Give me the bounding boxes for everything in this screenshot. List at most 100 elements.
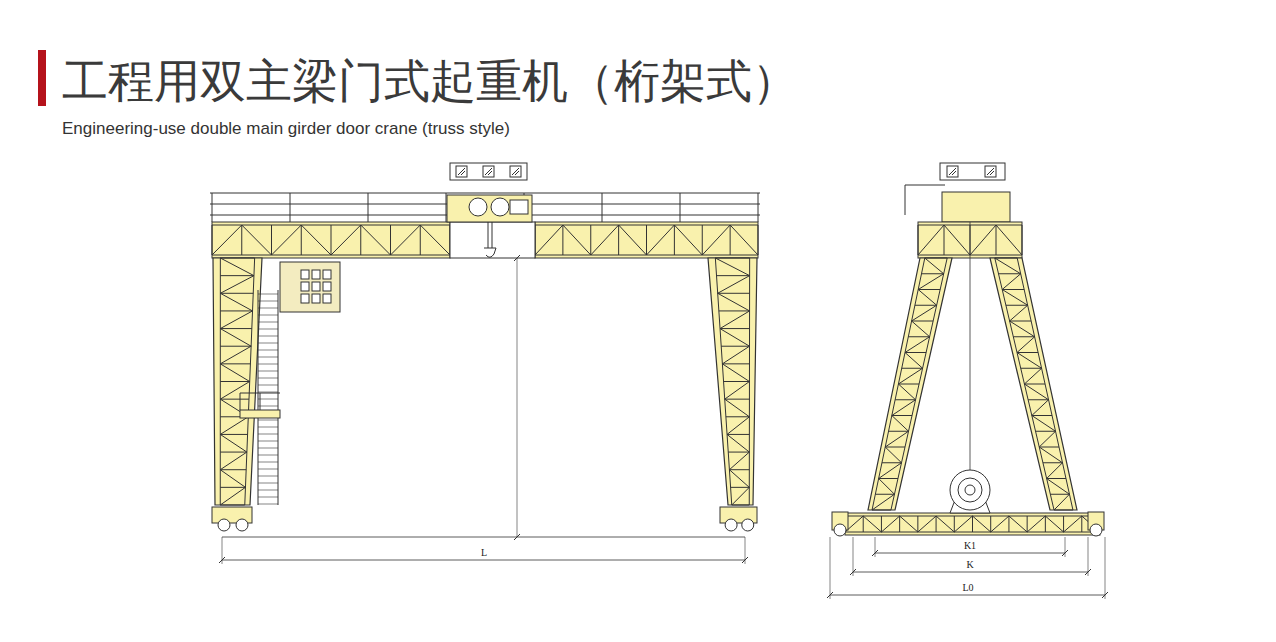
dim-tick [742, 557, 748, 563]
right-leg-diagonal [718, 293, 750, 311]
end-girder-post [918, 225, 919, 255]
side-leg-rung [892, 415, 912, 416]
side-leg-diagonal [1047, 463, 1063, 479]
sill-beam [845, 513, 1100, 535]
right-leg-rung [715, 258, 749, 259]
dim-tick [1085, 569, 1091, 575]
dim-tick [872, 550, 878, 556]
end-girder-post [1022, 225, 1023, 255]
right-leg-rung [728, 452, 749, 453]
right-leg-diagonal [722, 346, 749, 364]
side-leg-rung [922, 273, 944, 274]
motor-hatch [515, 171, 519, 175]
ladder-rung [258, 497, 278, 498]
main-girder-post [212, 225, 213, 255]
left-leg-diagonal [220, 452, 247, 470]
main-girder-diagonal [563, 225, 591, 255]
ladder-rung [258, 392, 278, 393]
sill-beam-post [1045, 516, 1046, 532]
dim-tick [219, 557, 225, 563]
side-leg-diagonal [905, 353, 923, 369]
side-leg-diagonal [892, 400, 916, 416]
side-leg-rung [902, 368, 923, 369]
right-leg-rung [732, 505, 750, 506]
right-leg-diagonal [718, 276, 750, 294]
side-leg-diagonal [879, 463, 902, 479]
left-leg-diagonal [220, 276, 254, 294]
sill-beam-diagonal [918, 516, 936, 532]
main-girder-post [420, 225, 421, 255]
main-girder-post [390, 225, 391, 255]
trolley-cover [940, 163, 1005, 180]
side-leg-rung [1002, 289, 1024, 290]
side-leg-rung [1043, 462, 1063, 463]
motor-hatch [458, 168, 465, 175]
bracket [905, 185, 945, 215]
sill-beam-post [1063, 516, 1064, 532]
end-girder-diagonal [996, 225, 1022, 255]
side-leg-diagonal [918, 274, 943, 290]
side-leg-rung [1047, 478, 1066, 479]
ladder-rung [258, 462, 278, 463]
sill-beam-diagonal [973, 516, 991, 532]
sill-beam-diagonal [881, 516, 899, 532]
sill-beam-diagonal [991, 516, 1009, 532]
side-leg-rung [1021, 368, 1042, 369]
cab-window [323, 294, 331, 303]
side-leg-rung [925, 258, 947, 259]
platform-rail [240, 393, 241, 410]
ladder-rung [258, 329, 278, 330]
girder-gap [450, 222, 535, 258]
ladder-rung [258, 385, 278, 386]
cab-window [301, 270, 309, 279]
left-leg-rung [220, 381, 249, 382]
side-leg-rung [885, 447, 905, 448]
right-leg-diagonal [725, 399, 750, 417]
side-leg-diagonal [912, 321, 930, 337]
right-leg [708, 258, 757, 505]
sill-beam-post [936, 516, 937, 532]
sill-beam-diagonal [1027, 516, 1045, 532]
rope [970, 222, 971, 470]
side-leg [868, 258, 952, 510]
ladder-rung [258, 364, 278, 365]
ladder-rung [258, 483, 278, 484]
right-leg-diagonal [727, 417, 749, 435]
side-leg-rung [872, 510, 891, 511]
right-leg-diagonal [722, 364, 749, 382]
wheel [834, 524, 846, 536]
ladder-rung [258, 490, 278, 491]
handrail-post [212, 193, 213, 222]
right-leg-rung [719, 310, 750, 311]
right-leg-diagonal [725, 382, 750, 400]
sill-beam-diagonal [1045, 516, 1063, 532]
sill-beam-diagonal [1064, 516, 1082, 532]
ladder-rung [258, 322, 278, 323]
side-leg-rung [918, 289, 940, 290]
side-leg-diagonal [1032, 416, 1056, 432]
side-leg-rung [898, 384, 919, 385]
drum [469, 198, 487, 216]
ladder-rung [258, 336, 278, 337]
dim-tick [514, 534, 520, 540]
main-girder-diagonal [242, 225, 272, 255]
motor-hatch [949, 168, 956, 175]
right-leg-rung [718, 293, 750, 294]
motor-symbol [510, 166, 521, 177]
left-leg-rung [220, 363, 250, 364]
dim-tick [1102, 592, 1108, 598]
ladder-rung [258, 427, 278, 428]
rope [492, 222, 493, 248]
right-leg-diagonal [727, 434, 749, 452]
sill-beam-post [917, 516, 918, 532]
sill-beam-post [1081, 516, 1082, 532]
main-girder-diagonal [272, 225, 302, 255]
ladder-rung [258, 315, 278, 316]
left-leg-diagonal [220, 293, 252, 311]
extension-line [853, 537, 854, 576]
left-leg-rung [220, 434, 247, 435]
side-leg-diagonal [1024, 368, 1041, 384]
side-leg-diagonal [892, 416, 909, 432]
left-leg-rung [220, 293, 253, 294]
extension-line [830, 537, 831, 599]
